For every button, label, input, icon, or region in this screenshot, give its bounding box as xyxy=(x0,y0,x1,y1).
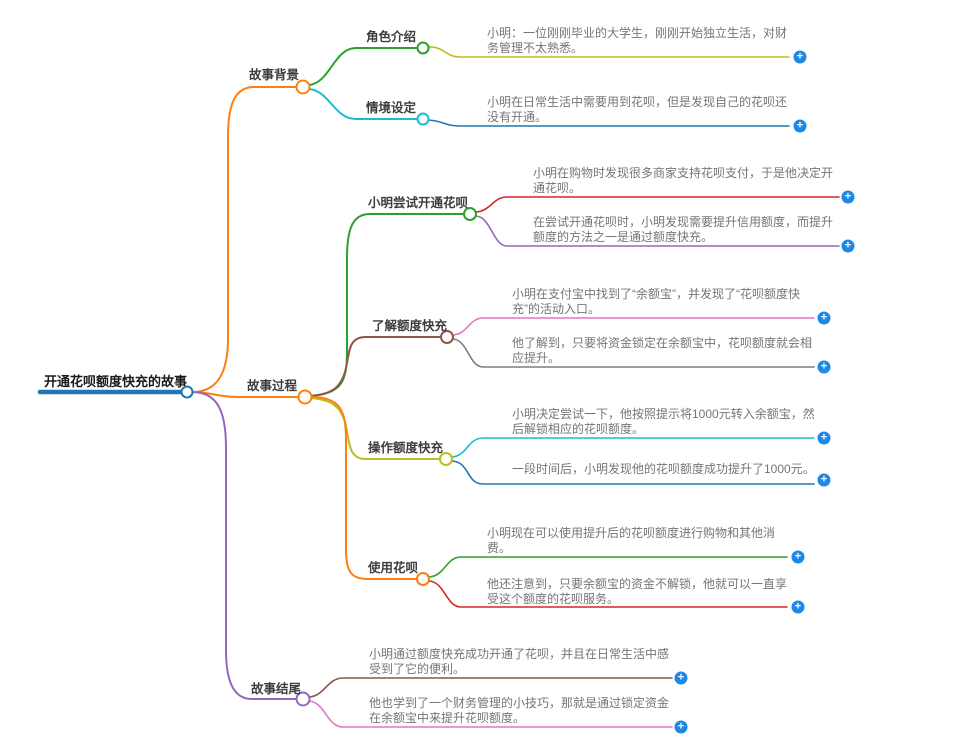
leaf-node-operate-quota-2: 一段时间后，小明发现他的花呗额度成功提升了1000元。 xyxy=(512,462,815,477)
link-ending-leaf-2 xyxy=(308,700,673,728)
link-root-to-story-background xyxy=(191,86,297,393)
expand-button-learn-quota-leaf-2[interactable]: + xyxy=(817,360,831,374)
leaf-node-role-intro: 小明：一位刚刚毕业的大学生，刚刚开始独立生活，对财 务管理不太熟悉。 xyxy=(487,26,787,56)
link-use-huabei-leaf-2 xyxy=(428,580,788,608)
leaf-line: 没有开通。 xyxy=(487,110,548,124)
leaf-node-situation: 小明在日常生活中需要用到花呗，但是发现自己的花呗还 没有开通。 xyxy=(487,95,787,125)
link-operate-quota-leaf-2 xyxy=(451,460,815,485)
expand-button-situation-leaf[interactable]: + xyxy=(793,119,807,133)
link-background-to-role-intro xyxy=(308,47,418,86)
leaf-line: 小明决定尝试一下，他按照提示将1000元转入余额宝，然 xyxy=(512,407,815,421)
leaf-node-ending-1: 小明通过额度快充成功开通了花呗，并且在日常生活中感 受到了它的便利。 xyxy=(369,647,669,677)
leaf-line: 他了解到，只要将资金锁定在余额宝中，花呗额度就会相 xyxy=(512,336,813,350)
leaf-line: 费。 xyxy=(487,541,512,555)
leaf-line: 额度的方法之一是通过额度快充。 xyxy=(533,230,714,244)
node-circle-situation[interactable] xyxy=(416,112,430,126)
leaf-line: 通花呗。 xyxy=(533,181,582,195)
node-label-situation: 情境设定 xyxy=(366,101,417,115)
node-circle-use-huabei[interactable] xyxy=(416,572,430,586)
node-label-try-open: 小明尝试开通花呗 xyxy=(368,196,469,210)
link-process-to-use-huabei xyxy=(310,396,417,580)
expand-button-ending-leaf-2[interactable]: + xyxy=(674,720,688,734)
node-label-role-intro: 角色介绍 xyxy=(366,30,417,44)
node-label-story-process: 故事过程 xyxy=(247,379,298,393)
leaf-line: 小明在日常生活中需要用到花呗，但是发现自己的花呗还 xyxy=(487,95,788,109)
leaf-node-try-open-2: 在尝试开通花呗时，小明发现需要提升信用额度，而提升 额度的方法之一是通过额度快充… xyxy=(533,215,833,245)
plus-icon: + xyxy=(794,600,802,612)
plus-icon: + xyxy=(820,360,828,372)
node-circle-learn-quota[interactable] xyxy=(440,330,454,344)
leaf-node-ending-2: 他也学到了一个财务管理的小技巧，那就是通过锁定资金 在余额宝中来提升花呗额度。 xyxy=(369,696,669,726)
link-learn-quota-leaf-2 xyxy=(452,338,815,368)
leaf-line: 在尝试开通花呗时，小明发现需要提升信用额度，而提升 xyxy=(533,215,834,229)
node-circle-story-background[interactable] xyxy=(295,79,311,95)
leaf-line: 后解锁相应的花呗额度。 xyxy=(512,422,645,436)
node-circle-story-process[interactable] xyxy=(297,389,313,405)
plus-icon: + xyxy=(677,720,685,732)
leaf-node-use-huabei-1: 小明现在可以使用提升后的花呗额度进行购物和其他消 费。 xyxy=(487,526,775,556)
plus-icon: + xyxy=(844,239,852,251)
node-circle-root[interactable] xyxy=(180,385,194,399)
expand-button-role-intro-leaf[interactable]: + xyxy=(793,50,807,64)
plus-icon: + xyxy=(820,431,828,443)
node-circle-operate-quota[interactable] xyxy=(439,452,453,466)
leaf-line: 他也学到了一个财务管理的小技巧，那就是通过锁定资金 xyxy=(369,696,670,710)
leaf-line: 在余额宝中来提升花呗额度。 xyxy=(369,711,526,725)
leaf-node-try-open-1: 小明在购物时发现很多商家支持花呗支付，于是他决定开 通花呗。 xyxy=(533,166,833,196)
leaf-line: 小明：一位刚刚毕业的大学生，刚刚开始独立生活，对财 xyxy=(487,26,788,40)
expand-button-ending-leaf-1[interactable]: + xyxy=(674,671,688,685)
node-label-use-huabei: 使用花呗 xyxy=(368,561,419,575)
leaf-line: 小明在支付宝中找到了“余额宝”，并发现了“花呗额度快 xyxy=(512,287,800,301)
link-operate-quota-leaf-1 xyxy=(451,437,815,458)
expand-button-try-open-leaf-1[interactable]: + xyxy=(841,190,855,204)
leaf-node-learn-quota-2: 他了解到，只要将资金锁定在余额宝中，花呗额度就会相 应提升。 xyxy=(512,336,812,366)
link-role-intro-leaf xyxy=(427,46,790,58)
leaf-node-use-huabei-2: 他还注意到，只要余额宝的资金不解锁，他就可以一直享 受这个额度的花呗服务。 xyxy=(487,577,787,607)
node-label-root: 开通花呗额度快充的故事 xyxy=(44,374,188,389)
node-label-operate-quota: 操作额度快充 xyxy=(368,441,444,455)
leaf-line: 小明通过额度快充成功开通了花呗，并且在日常生活中感 xyxy=(369,647,670,661)
link-ending-leaf-1 xyxy=(308,677,673,698)
link-situation-leaf xyxy=(427,119,790,127)
node-label-story-background: 故事背景 xyxy=(249,68,300,82)
leaf-line: 一段时间后，小明发现他的花呗额度成功提升了1000元。 xyxy=(512,462,815,476)
expand-button-try-open-leaf-2[interactable]: + xyxy=(841,239,855,253)
expand-button-learn-quota-leaf-1[interactable]: + xyxy=(817,311,831,325)
plus-icon: + xyxy=(820,473,828,485)
link-try-open-leaf-2 xyxy=(475,215,840,247)
leaf-node-operate-quota-1: 小明决定尝试一下，他按照提示将1000元转入余额宝，然 后解锁相应的花呗额度。 xyxy=(512,407,815,437)
link-process-to-try-open xyxy=(310,213,464,397)
leaf-line: 应提升。 xyxy=(512,351,561,365)
link-process-to-learn-quota xyxy=(310,336,441,397)
plus-icon: + xyxy=(794,550,802,562)
plus-icon: + xyxy=(844,190,852,202)
link-try-open-leaf-1 xyxy=(475,196,840,213)
plus-icon: + xyxy=(796,50,804,62)
leaf-line: 受这个额度的花呗服务。 xyxy=(487,592,620,606)
plus-icon: + xyxy=(796,119,804,131)
link-learn-quota-leaf-1 xyxy=(452,317,815,336)
node-label-story-ending: 故事结尾 xyxy=(251,682,302,696)
node-label-learn-quota: 了解额度快充 xyxy=(372,319,448,333)
plus-icon: + xyxy=(677,671,685,683)
leaf-node-learn-quota-1: 小明在支付宝中找到了“余额宝”，并发现了“花呗额度快 充”的活动入口。 xyxy=(512,287,800,317)
node-circle-story-ending[interactable] xyxy=(295,691,311,707)
link-background-to-situation xyxy=(308,88,418,120)
plus-icon: + xyxy=(820,311,828,323)
expand-button-operate-quota-leaf-2[interactable]: + xyxy=(817,473,831,487)
node-circle-try-open[interactable] xyxy=(463,207,477,221)
expand-button-use-huabei-leaf-1[interactable]: + xyxy=(791,550,805,564)
node-circle-role-intro[interactable] xyxy=(416,41,430,55)
expand-button-use-huabei-leaf-2[interactable]: + xyxy=(791,600,805,614)
leaf-line: 充”的活动入口。 xyxy=(512,302,600,316)
expand-button-operate-quota-leaf-1[interactable]: + xyxy=(817,431,831,445)
leaf-line: 他还注意到，只要余额宝的资金不解锁，他就可以一直享 xyxy=(487,577,788,591)
leaf-line: 受到了它的便利。 xyxy=(369,662,466,676)
leaf-line: 小明在购物时发现很多商家支持花呗支付，于是他决定开 xyxy=(533,166,834,180)
link-use-huabei-leaf-1 xyxy=(428,556,788,578)
link-root-to-story-ending xyxy=(191,391,297,700)
leaf-line: 小明现在可以使用提升后的花呗额度进行购物和其他消 xyxy=(487,526,776,540)
leaf-line: 务管理不太熟悉。 xyxy=(487,41,584,55)
